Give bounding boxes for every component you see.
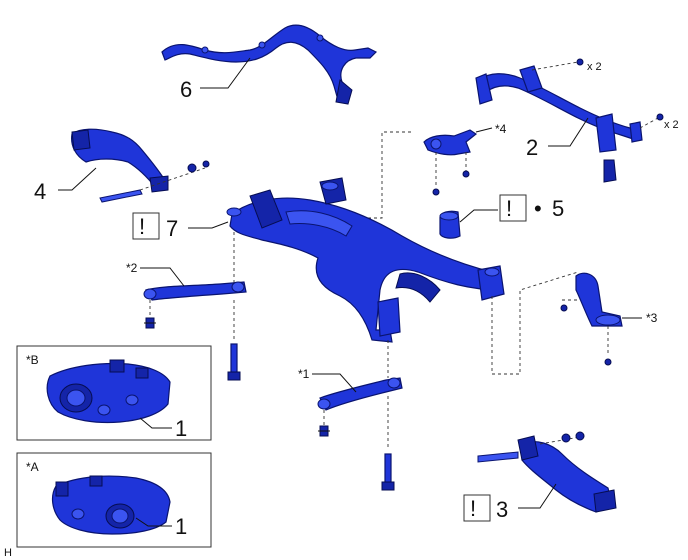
inset-a: *A 1 [16, 452, 212, 548]
bolt-icon [187, 163, 197, 173]
bullet-mark: • [534, 196, 542, 221]
bolt-icon [462, 170, 470, 178]
callout-5: 5 [552, 196, 564, 221]
upper-arm-part-4 [71, 128, 169, 203]
lower-link-star-2 [143, 281, 247, 301]
callout-2: 2 [526, 135, 538, 160]
lower-arm-part-3 [477, 435, 617, 513]
bolt-icon [381, 453, 395, 491]
subframe-part-7 [226, 177, 505, 343]
warning-box-icon [499, 194, 527, 222]
callout-4: 4 [34, 179, 46, 204]
wire-harness-part-6 [161, 24, 378, 105]
bushing-part-5 [439, 210, 461, 239]
bolt-icon [144, 317, 156, 329]
bolt-icon [432, 188, 440, 196]
x2-right-label: x 2 [664, 119, 679, 131]
x2-top-label: x 2 [587, 61, 602, 73]
callout-3: 3 [496, 497, 508, 522]
inset-b-label: *B [26, 353, 39, 367]
stabilizer-bar-part-2 [475, 65, 643, 183]
differential-part-1-b [46, 359, 171, 424]
bolt-icon [561, 433, 571, 443]
bolt-icon [202, 160, 210, 168]
differential-part-1-a [51, 475, 171, 535]
callout-star-3: *3 [646, 311, 658, 325]
bolt-icon [604, 358, 612, 366]
callout-1-a: 1 [175, 514, 187, 539]
bracket-star-4 [423, 129, 478, 156]
callout-1-b: 1 [175, 416, 187, 441]
bolt-icon [318, 425, 330, 437]
bolt-icon [656, 113, 664, 121]
bolt-icon [575, 431, 585, 441]
corner-code: H [4, 547, 12, 559]
warning-symbol-7: ! [139, 214, 145, 239]
bolt-icon [560, 304, 568, 312]
inset-a-label: *A [26, 460, 39, 474]
warning-box-icon [132, 212, 160, 240]
callout-star-1: *1 [298, 367, 310, 381]
bolt-icon [576, 58, 584, 66]
knuckle-bracket-star-3 [575, 272, 623, 327]
lower-link-star-1 [317, 377, 403, 411]
callout-6: 6 [180, 77, 192, 102]
warning-box-icon [463, 494, 491, 522]
inset-b: *B 1 [16, 345, 212, 441]
warning-symbol-3: ! [470, 496, 476, 521]
bolt-icon [227, 343, 241, 381]
callout-star-4: *4 [495, 122, 507, 136]
warning-symbol-5: ! [506, 196, 512, 221]
callout-7: 7 [166, 216, 178, 241]
callout-star-2: *2 [126, 261, 138, 275]
